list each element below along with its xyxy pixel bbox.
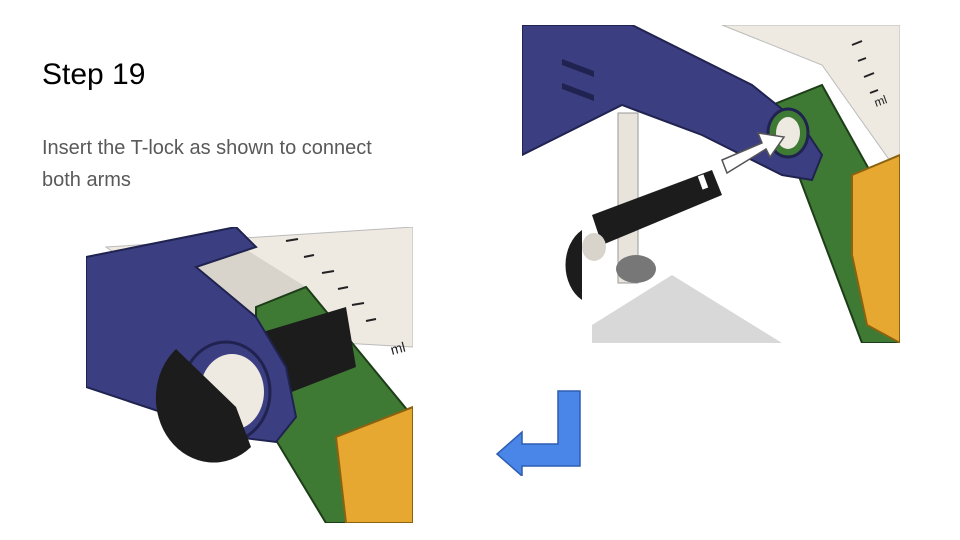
scale-label: ml bbox=[389, 339, 407, 358]
down-left-turn-arrow-icon bbox=[496, 390, 582, 476]
step-title: Step 19 bbox=[42, 58, 146, 91]
step-instructions: Insert the T-lock as shown to connect bo… bbox=[42, 137, 372, 191]
tlock-before-insertion-image: ml bbox=[522, 25, 900, 343]
tlock-inserted-image: ml bbox=[86, 227, 413, 523]
scale-label: ml bbox=[872, 92, 889, 109]
pointer-arrow-icon bbox=[721, 132, 786, 175]
